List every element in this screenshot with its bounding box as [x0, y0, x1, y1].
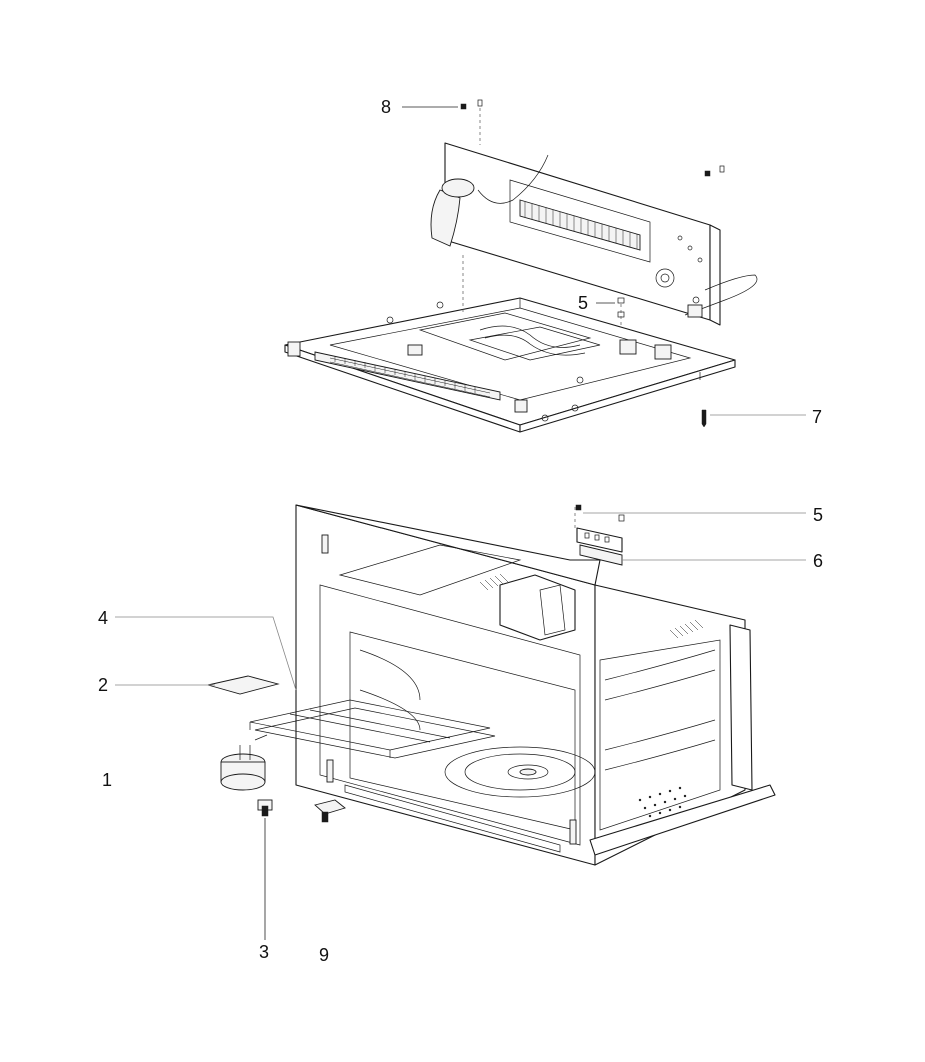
- base-plate: [284, 297, 736, 433]
- turntable-motor: [220, 745, 266, 791]
- callout-5-top: 5: [578, 293, 588, 313]
- heater-element: [249, 699, 496, 759]
- rear-panel: [430, 142, 758, 326]
- callout-3: 3: [259, 942, 269, 962]
- small-connector: [257, 799, 273, 817]
- lower-assembly: [207, 504, 776, 866]
- callout-1: 1: [102, 770, 112, 790]
- oven-cavity: [295, 504, 776, 866]
- upper-assembly: [284, 99, 758, 528]
- floor-perforations: [638, 786, 687, 818]
- insulation-pad: [207, 675, 280, 695]
- callout-4: 4: [98, 608, 108, 628]
- coupling: [314, 799, 346, 823]
- terminal-bracket: [575, 504, 625, 566]
- callout-7: 7: [812, 407, 822, 427]
- callout-5-lower: 5: [813, 505, 823, 525]
- top-vents: [479, 573, 704, 639]
- callouts: 8 5 7 5 6 4 2 1 3 9: [98, 97, 823, 965]
- callout-8: 8: [381, 97, 391, 117]
- callout-9: 9: [319, 945, 329, 965]
- callout-6: 6: [813, 551, 823, 571]
- callout-2: 2: [98, 675, 108, 695]
